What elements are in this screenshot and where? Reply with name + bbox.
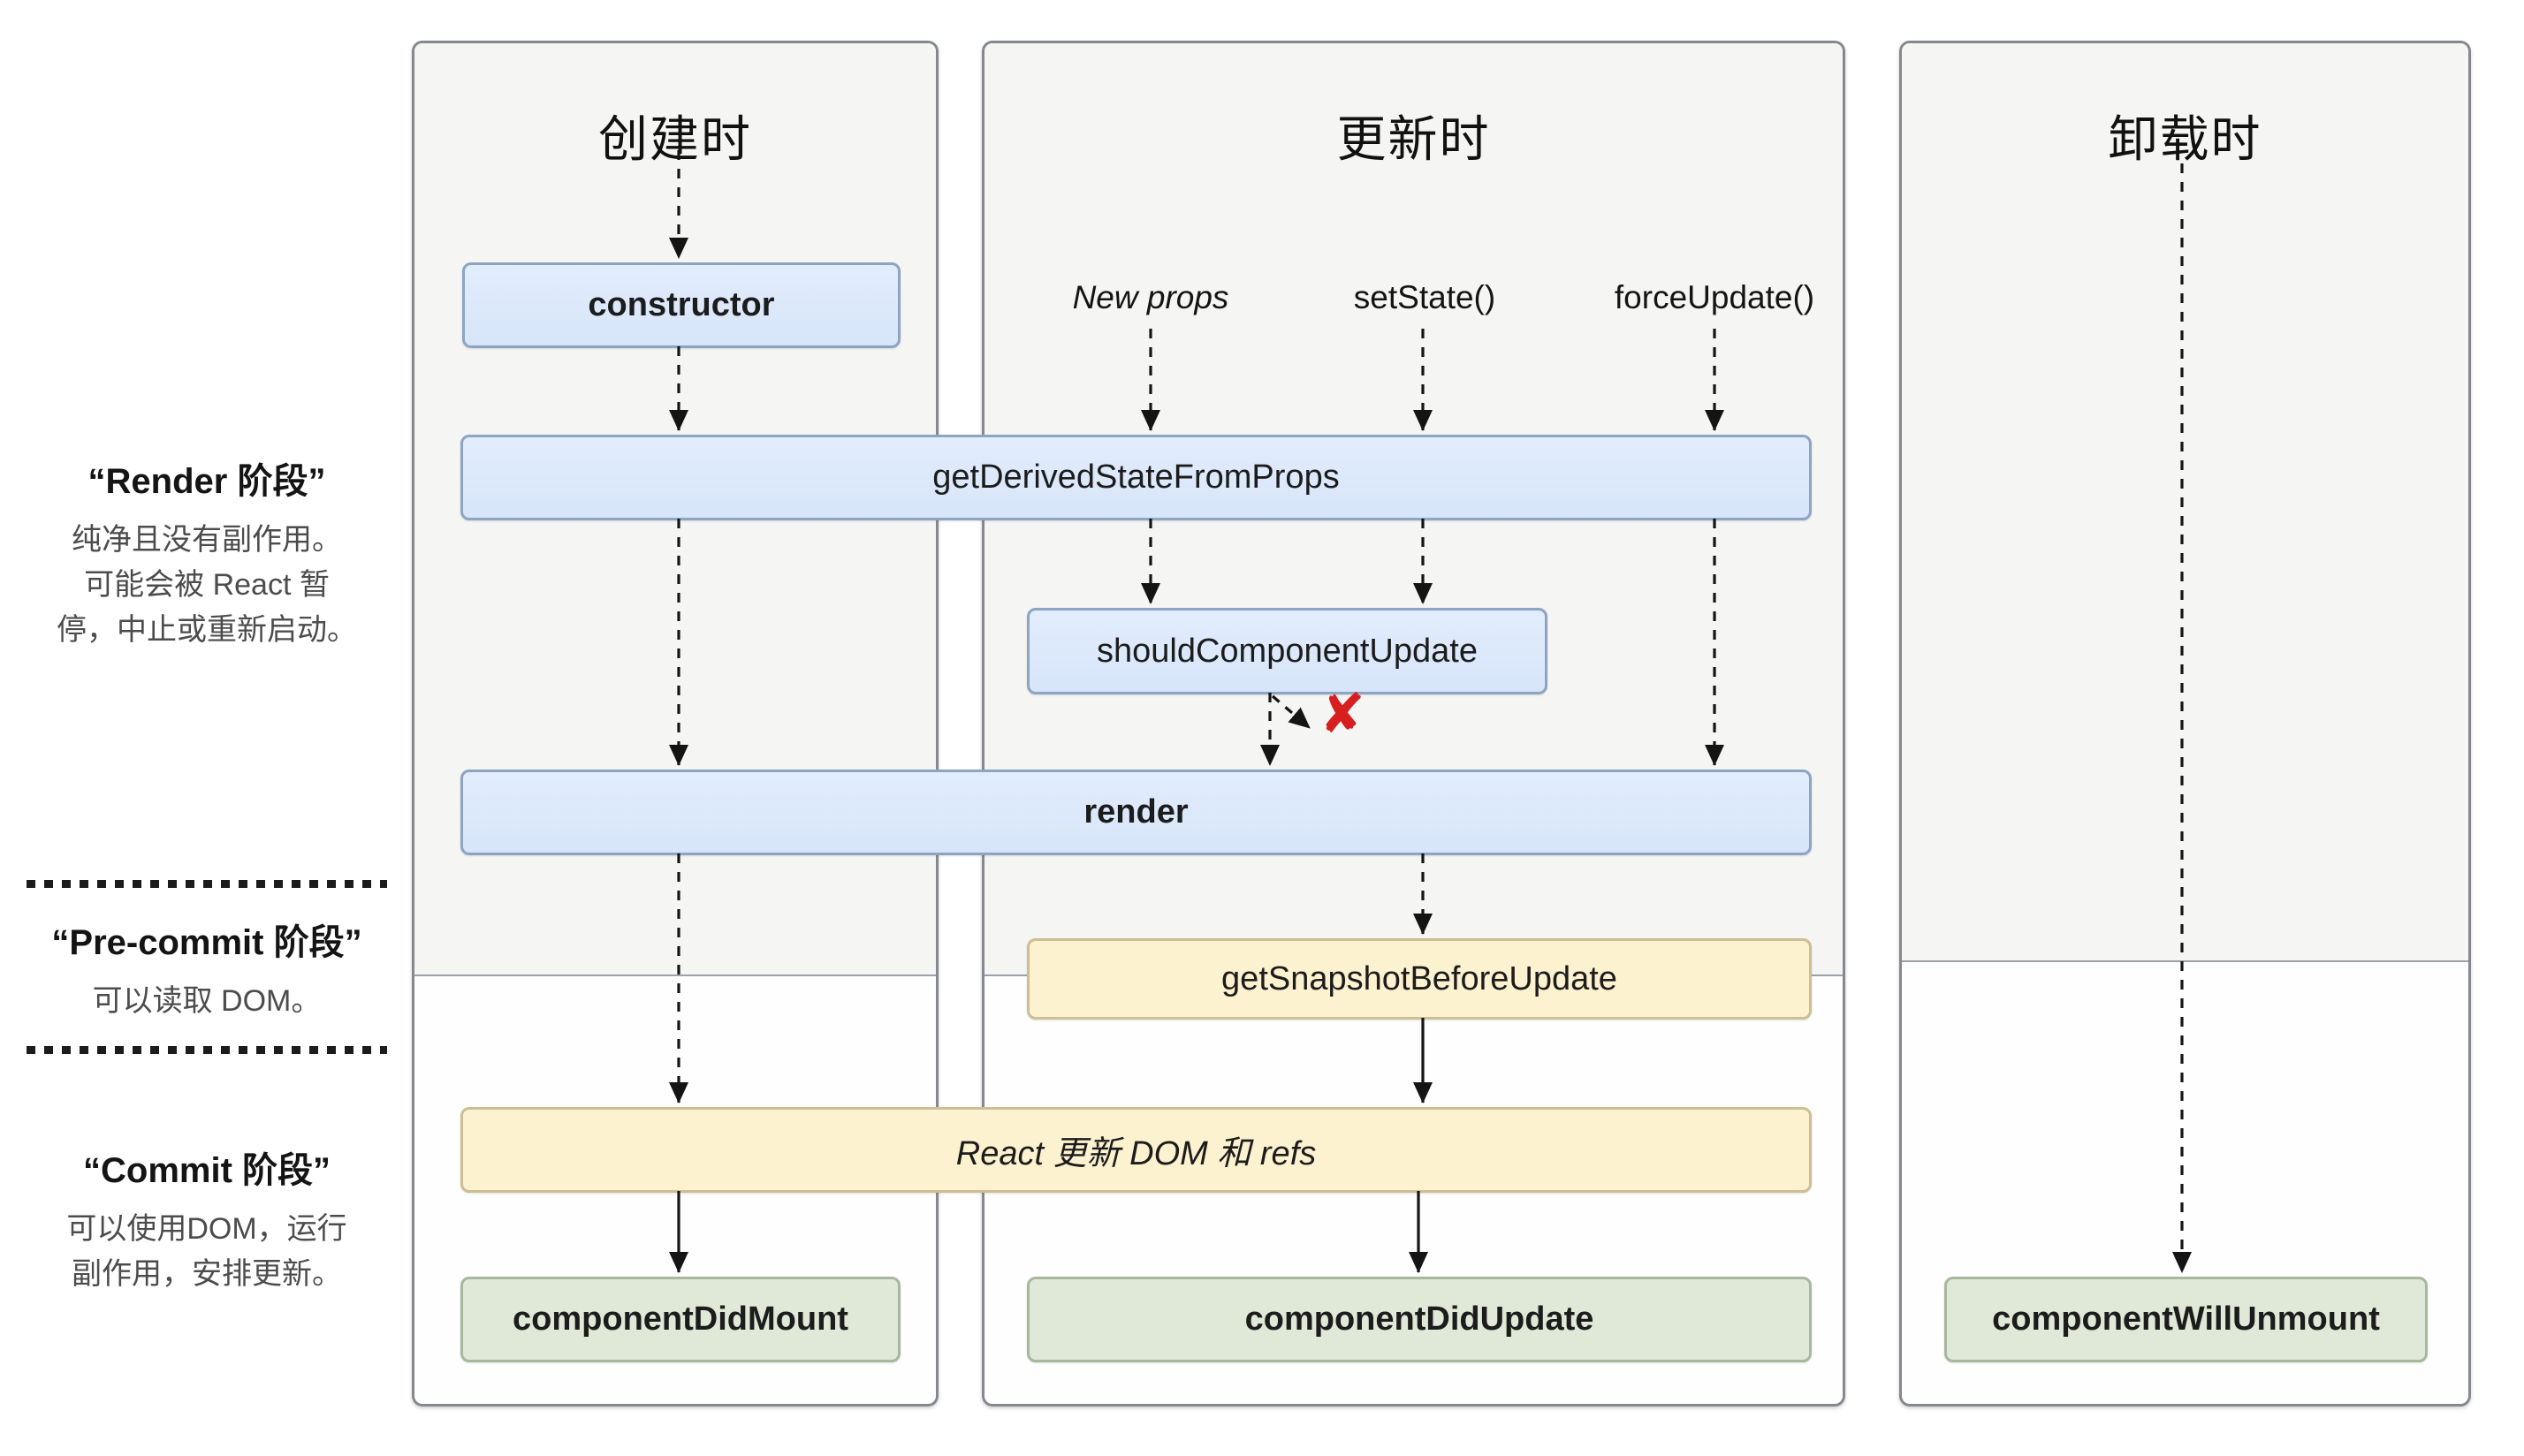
skip-update-x-icon: ✘ — [1319, 684, 1365, 745]
phase-divider-dotted-bottom — [27, 1046, 387, 1054]
commit-phase-description: 可以使用DOM，运行 副作用，安排更新。 — [66, 1212, 347, 1291]
method-box-render: render — [460, 770, 1812, 855]
commit-phase-label: “Commit 阶段” 可以使用DOM，运行 副作用，安排更新。 — [16, 1141, 398, 1297]
method-box-get-derived-state-from-props: getDerivedStateFromProps — [460, 435, 1812, 520]
method-box-component-did-update: componentDidUpdate — [1027, 1277, 1812, 1362]
render-phase-description: 纯净且没有副作用。 可能会被 React 暂 停，中止或重新启动。 — [57, 523, 357, 647]
trigger-set-state: setState() — [1353, 279, 1496, 315]
trigger-new-props: New props — [1072, 279, 1229, 315]
method-box-component-did-mount: componentDidMount — [460, 1277, 901, 1362]
method-box-react-updates-dom: React 更新 DOM 和 refs — [460, 1107, 1812, 1193]
pre-commit-phase-label: “Pre-commit 阶段” 可以读取 DOM。 — [16, 914, 398, 1024]
trigger-force-update: forceUpdate() — [1614, 279, 1815, 315]
method-box-component-will-unmount: componentWillUnmount — [1944, 1277, 2428, 1362]
pre-commit-phase-title: “Pre-commit 阶段” — [51, 923, 362, 962]
column-unmounting-title: 卸载时 — [2108, 111, 2262, 167]
column-unmounting: 卸载时 — [1899, 41, 2471, 1407]
column-mounting-title: 创建时 — [598, 111, 752, 167]
method-box-should-component-update: shouldComponentUpdate — [1027, 608, 1547, 694]
render-phase-title: “Render 阶段” — [87, 462, 326, 501]
pre-commit-phase-description: 可以读取 DOM。 — [92, 984, 322, 1018]
render-phase-label: “Render 阶段” 纯净且没有副作用。 可能会被 React 暂 停，中止或… — [16, 452, 398, 653]
phase-divider-dotted-top — [27, 880, 387, 888]
column-updating-title: 更新时 — [1336, 111, 1491, 167]
method-box-get-snapshot-before-update: getSnapshotBeforeUpdate — [1027, 938, 1812, 1020]
arrow-scu-false-to-skip — [1271, 694, 1311, 730]
commit-phase-title: “Commit 阶段” — [83, 1151, 331, 1190]
method-box-constructor: constructor — [462, 262, 901, 348]
render-phase-band — [1902, 43, 2468, 962]
